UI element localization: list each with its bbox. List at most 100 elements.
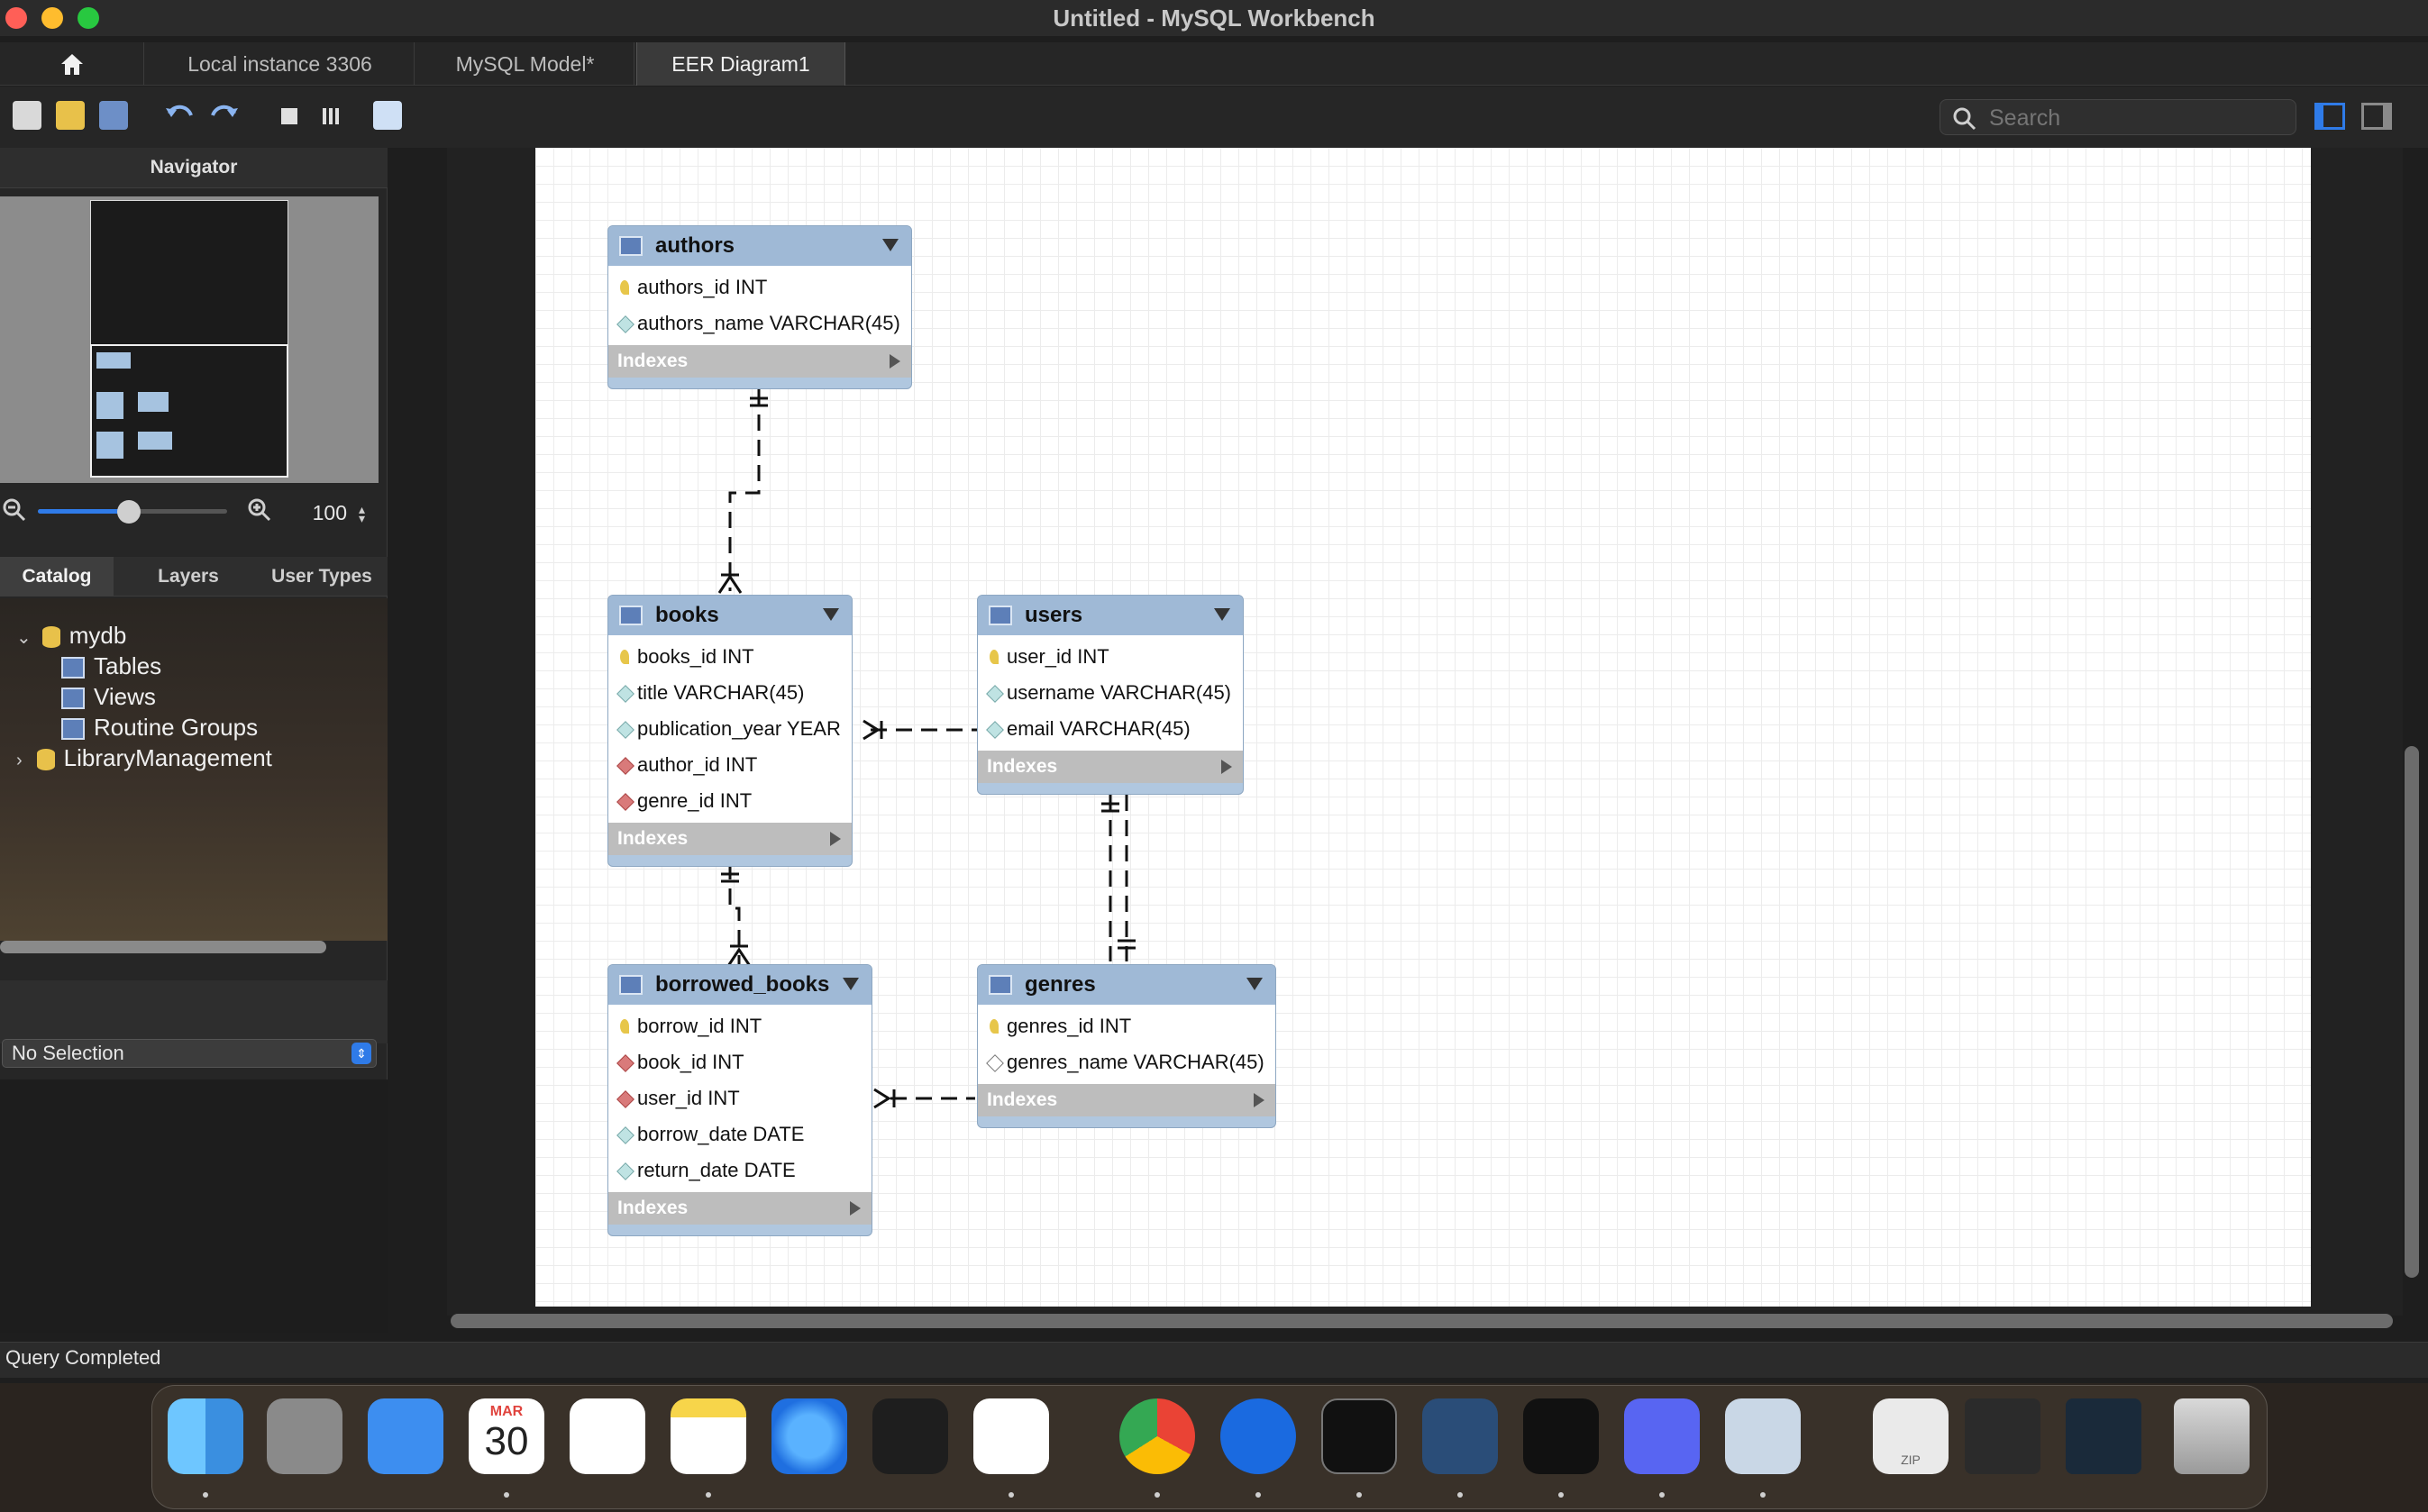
column-row[interactable]: user_id INT (608, 1080, 872, 1116)
column-row[interactable]: title VARCHAR(45) (608, 675, 852, 711)
entity-books[interactable]: books books_id INT title VARCHAR(45) pub… (607, 595, 853, 867)
column-row[interactable]: genres_id INT (978, 1008, 1275, 1044)
column-row[interactable]: books_id INT (608, 639, 852, 675)
tab-catalog[interactable]: Catalog (0, 557, 114, 597)
column-row[interactable]: genre_id INT (608, 783, 852, 819)
trash-icon[interactable] (2174, 1398, 2250, 1474)
entity-header[interactable]: authors (608, 226, 911, 266)
zoom-stepper-icon[interactable]: ▴▾ (359, 502, 366, 525)
save-icon[interactable] (99, 101, 128, 130)
tree-item-routine-groups[interactable]: Routine Groups (61, 712, 258, 742)
home-tab[interactable] (0, 42, 144, 86)
collapse-triangle-icon[interactable] (1246, 978, 1263, 990)
column-row[interactable]: borrow_date DATE (608, 1116, 872, 1152)
discord-icon[interactable] (1624, 1398, 1700, 1474)
tab-mysql-model[interactable]: MySQL Model* (416, 42, 634, 86)
expand-arrow-icon[interactable] (1221, 760, 1232, 774)
new-diagram-icon[interactable] (373, 101, 402, 130)
figma-icon[interactable] (872, 1398, 948, 1474)
chevron-right-icon[interactable]: › (16, 751, 23, 770)
tree-horizontal-scrollbar[interactable] (0, 941, 326, 953)
indexes-section[interactable]: Indexes (978, 751, 1243, 783)
undo-icon[interactable] (164, 101, 195, 128)
entity-genres[interactable]: genres genres_id INT genres_name VARCHAR… (977, 964, 1276, 1128)
navigator-minimap[interactable] (90, 200, 288, 478)
safari-icon[interactable] (771, 1398, 847, 1474)
column-row[interactable]: authors_name VARCHAR(45) (608, 305, 911, 342)
redo-icon[interactable] (209, 101, 240, 128)
mysql-workbench-icon[interactable] (1422, 1398, 1498, 1474)
new-document-icon[interactable] (13, 101, 41, 130)
collapse-triangle-icon[interactable] (1214, 608, 1230, 621)
search-box[interactable] (1940, 99, 2296, 135)
expand-arrow-icon[interactable] (830, 832, 841, 846)
entity-authors[interactable]: authors authors_id INT authors_name VARC… (607, 225, 912, 389)
window-thumb2-icon[interactable] (2066, 1398, 2141, 1474)
column-row[interactable]: borrow_id INT (608, 1008, 872, 1044)
tab-user-types[interactable]: User Types (271, 566, 372, 587)
column-row[interactable]: return_date DATE (608, 1152, 872, 1189)
indexes-section[interactable]: Indexes (608, 1192, 872, 1225)
notes-icon[interactable] (671, 1398, 746, 1474)
column-row[interactable]: author_id INT (608, 747, 852, 783)
forge-icon[interactable] (1523, 1398, 1599, 1474)
calendar-icon[interactable]: MAR 30 (469, 1398, 544, 1474)
column-row[interactable]: email VARCHAR(45) (978, 711, 1243, 747)
expand-arrow-icon[interactable] (850, 1201, 861, 1216)
zoom-window-button[interactable] (78, 7, 99, 29)
collapse-triangle-icon[interactable] (882, 239, 899, 251)
expand-arrow-icon[interactable] (1254, 1093, 1264, 1107)
tree-item-librarymanagement[interactable]: ›LibraryManagement (16, 742, 272, 773)
zoom-slider-knob[interactable] (117, 500, 141, 524)
tab-eer-diagram[interactable]: EER Diagram1 (636, 42, 845, 86)
entity-header[interactable]: books (608, 596, 852, 635)
column-row[interactable]: genres_name VARCHAR(45) (978, 1044, 1275, 1080)
entity-header[interactable]: users (978, 596, 1243, 635)
selection-dropdown[interactable]: No Selection (2, 1039, 377, 1068)
window-thumb-icon[interactable] (1965, 1398, 2040, 1474)
entity-header[interactable]: genres (978, 965, 1275, 1005)
terminal-icon[interactable] (1321, 1398, 1397, 1474)
toggle-right-sidebar-icon[interactable] (2361, 103, 2392, 130)
indexes-section[interactable]: Indexes (608, 345, 911, 378)
preview-icon[interactable] (1725, 1398, 1801, 1474)
indexes-section[interactable]: Indexes (608, 823, 852, 855)
canvas-horizontal-scrollbar[interactable] (451, 1314, 2393, 1328)
collapse-triangle-icon[interactable] (823, 608, 839, 621)
align-grid-icon[interactable] (323, 108, 339, 124)
indexes-section[interactable]: Indexes (978, 1084, 1275, 1116)
chrome-icon[interactable] (1119, 1398, 1195, 1474)
column-row[interactable]: publication_year YEAR (608, 711, 852, 747)
open-folder-icon[interactable] (56, 101, 85, 130)
dropdown-stepper-icon[interactable]: ⇕ (351, 1043, 371, 1064)
launchpad-icon[interactable] (267, 1398, 342, 1474)
column-row[interactable]: user_id INT (978, 639, 1243, 675)
column-row[interactable]: username VARCHAR(45) (978, 675, 1243, 711)
archive-icon[interactable]: ZIP (1873, 1398, 1949, 1474)
minimize-window-button[interactable] (41, 7, 63, 29)
tree-item-mydb[interactable]: ⌄mydb (16, 620, 126, 651)
tree-item-views[interactable]: Views (61, 681, 156, 712)
zoom-in-icon[interactable] (247, 497, 272, 523)
toggle-left-sidebar-icon[interactable] (2314, 103, 2345, 130)
entity-header[interactable]: borrowed_books (608, 965, 872, 1005)
zoom-value[interactable]: 100 (312, 501, 347, 524)
toggle-grid-icon[interactable] (281, 108, 297, 124)
battlenet-icon[interactable] (1220, 1398, 1296, 1474)
reminders-icon[interactable] (570, 1398, 645, 1474)
search-input[interactable] (1987, 104, 2288, 132)
zoom-out-icon[interactable] (2, 497, 27, 523)
entity-users[interactable]: users user_id INT username VARCHAR(45) e… (977, 595, 1244, 795)
chevron-down-icon[interactable]: ⌄ (16, 628, 32, 648)
mail-icon[interactable] (368, 1398, 443, 1474)
canvas-vertical-scrollbar[interactable] (2405, 746, 2419, 1278)
tab-local-instance[interactable]: Local instance 3306 (146, 42, 415, 86)
vscode-icon[interactable] (973, 1398, 1049, 1474)
finder-icon[interactable] (168, 1398, 243, 1474)
close-window-button[interactable] (5, 7, 27, 29)
entity-borrowed-books[interactable]: borrowed_books borrow_id INT book_id INT… (607, 964, 872, 1236)
tab-layers[interactable]: Layers (158, 566, 219, 587)
tree-item-tables[interactable]: Tables (61, 651, 161, 681)
navigator-viewport-frame[interactable] (90, 344, 288, 478)
column-row[interactable]: authors_id INT (608, 269, 911, 305)
